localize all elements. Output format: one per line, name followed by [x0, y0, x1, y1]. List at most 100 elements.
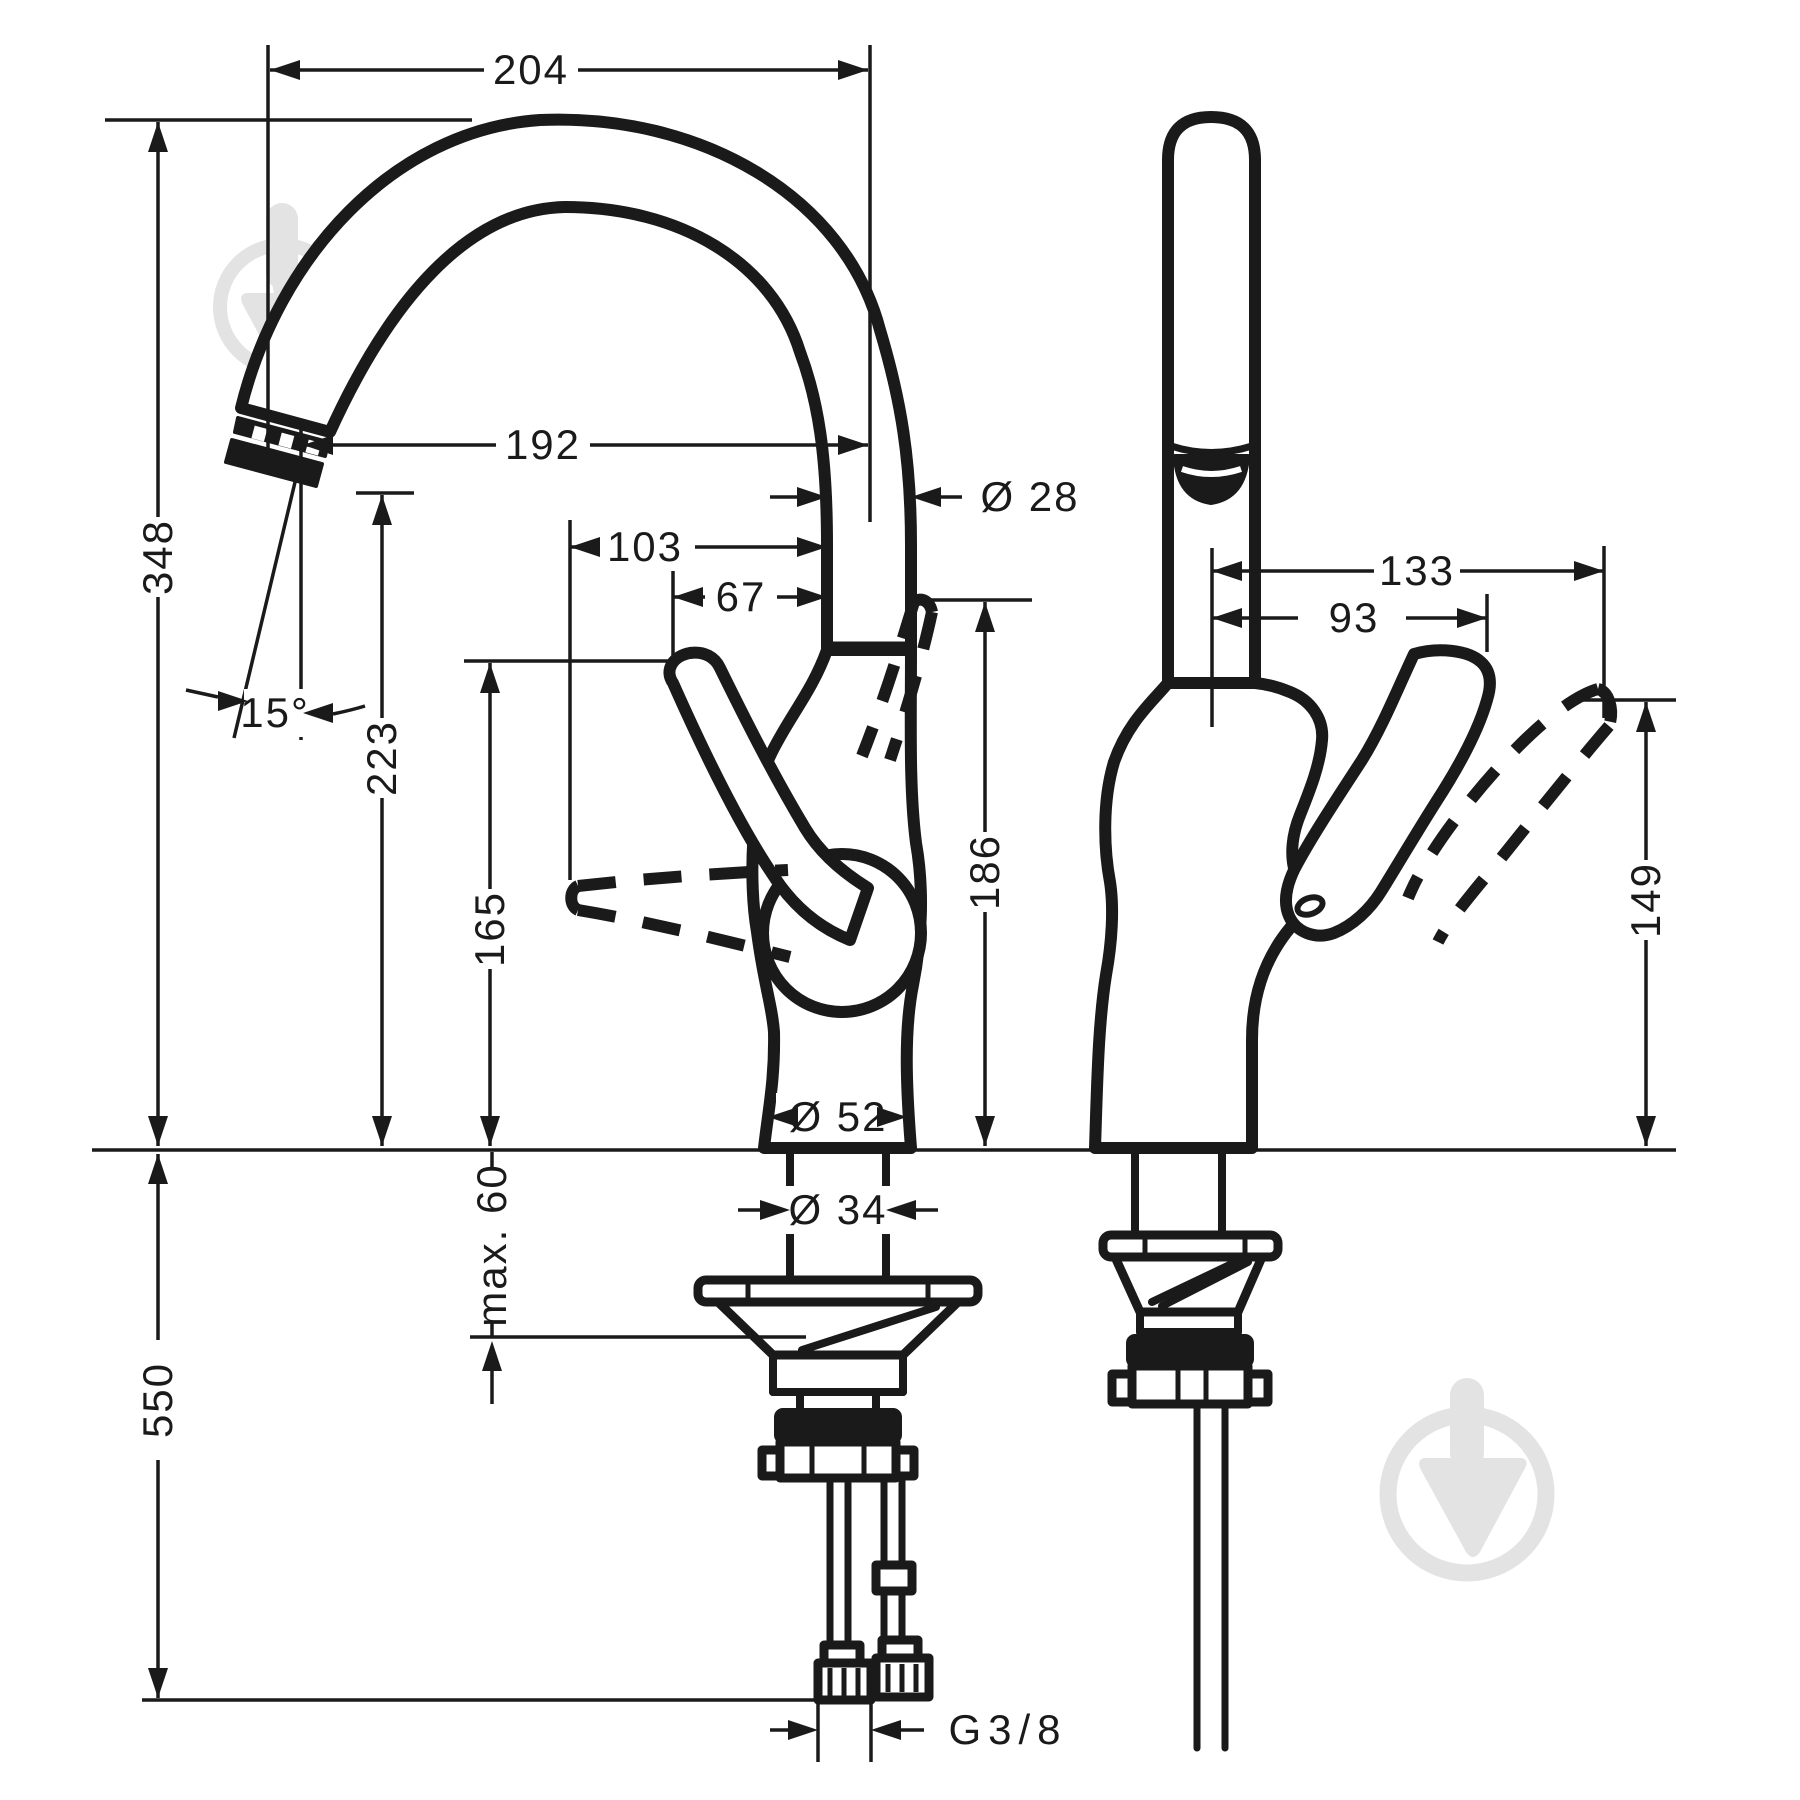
arrow-down-icon [480, 1116, 500, 1146]
arrow-up-icon [1636, 702, 1656, 732]
arrow-left-icon [1212, 561, 1242, 581]
arrow-left-icon [911, 487, 941, 507]
label-bg [1374, 547, 1460, 595]
dim-label-hose-length: 550 [134, 1362, 181, 1438]
side-handle-lever [1279, 644, 1496, 942]
label-bg [936, 1706, 1082, 1754]
arrow-up-icon [482, 1341, 502, 1371]
label-bg [138, 517, 178, 597]
arrow-right-icon [1457, 608, 1487, 628]
label-bg [965, 832, 1005, 912]
hose-coupling [871, 1560, 917, 1596]
handle-set-screw-hole [1294, 894, 1326, 918]
arrow-right-icon [797, 487, 827, 507]
dim-label-shaft-diameter: Ø 34 [788, 1186, 887, 1233]
dim-label-handle-projection: 67 [716, 573, 767, 620]
trowel-blade-icon [1419, 1458, 1527, 1557]
dim-label-connection-thread: G3/8 [948, 1706, 1067, 1753]
watermark-lower-right [1379, 1378, 1555, 1582]
dim-label-deck-thickness: max. 60 [468, 1163, 515, 1326]
arrow-up-icon [975, 602, 995, 632]
side-spout-pipe [1162, 111, 1261, 689]
arrow-left-icon [673, 587, 703, 607]
label-bg [782, 1186, 894, 1234]
arrow-right-icon [760, 1200, 790, 1220]
nut-tab-right [891, 1445, 919, 1481]
trowel-handle-icon [266, 203, 298, 289]
dim-label-overall-width: 204 [493, 46, 569, 93]
trowel-handle-icon [1450, 1378, 1484, 1470]
angle-leader-right [332, 704, 366, 716]
arrow-up-icon [148, 1154, 168, 1184]
arrow-up-icon [148, 122, 168, 152]
dim-label-spout-diameter: Ø 28 [980, 473, 1079, 520]
dim-label-outlet-height: 223 [358, 720, 405, 796]
arrow-right-icon [877, 1107, 907, 1127]
arrow-left-icon [871, 1720, 901, 1740]
label-bg [705, 573, 777, 621]
label-bg [966, 473, 1092, 521]
angle-leader-left [185, 688, 219, 699]
arrow-down-icon [975, 1116, 995, 1146]
dim-label-handle-height: 165 [466, 891, 513, 967]
aerator-notch [278, 432, 295, 449]
dim-label-handle-raised-height: 186 [961, 834, 1008, 910]
front-view [224, 113, 983, 1705]
side-aerator-rim [1167, 442, 1256, 456]
arrow-right-icon [788, 1720, 818, 1740]
label-bg [484, 46, 578, 94]
side-aerator-highlight [1181, 466, 1242, 477]
mounting-nut [775, 1437, 901, 1483]
dim-label-overall-depth: 133 [1379, 547, 1455, 594]
label-bg [470, 889, 510, 969]
arrow-left-icon [303, 703, 333, 723]
rubber-washer [774, 1408, 902, 1444]
arrow-right-icon [218, 691, 248, 711]
side-nut-tab-right [1243, 1369, 1273, 1407]
dashed-handle-bottom-edge [577, 904, 792, 963]
handle-lever [663, 646, 874, 946]
label-bg [472, 1169, 512, 1321]
aerator-band-bottom [224, 438, 324, 488]
front-mounting-hardware [693, 1148, 983, 1705]
arrow-down-icon [148, 1116, 168, 1146]
dashed-side-upper-edge [1402, 683, 1600, 901]
arrow-left-icon [270, 60, 300, 80]
arrow-right-icon [797, 537, 827, 557]
aerator-rim [237, 406, 334, 438]
arrow-down-icon [1636, 1116, 1656, 1146]
side-view [1089, 111, 1618, 1752]
label-bg [496, 421, 590, 469]
label-bg [244, 689, 306, 737]
dashed-raised-right-edge [884, 610, 938, 762]
side-cone-detail [1158, 1258, 1252, 1310]
side-mounting-hardware [1098, 1148, 1283, 1752]
dashed-handle-tip [565, 880, 582, 916]
side-nut-tab-left [1107, 1369, 1137, 1407]
dashed-raised-left-edge [856, 600, 920, 759]
arrow-right-icon [838, 60, 868, 80]
label-bg [138, 1360, 178, 1440]
arrow-up-icon [480, 663, 500, 693]
arrow-down-icon [372, 1116, 392, 1146]
handle-dashed-open [565, 864, 792, 963]
label-bg [1626, 860, 1666, 940]
spout-outline [235, 113, 917, 656]
arrow-up-icon [372, 495, 392, 525]
label-bg [362, 718, 402, 798]
label-bg [1316, 594, 1394, 642]
dim-label-handle-open-projection: 103 [607, 523, 683, 570]
dim-label-overall-height: 348 [134, 519, 181, 595]
dim-label-side-handle-height: 149 [1622, 862, 1669, 938]
dim-label-handle-depth: 93 [1329, 594, 1380, 641]
dim-label-body-diameter: Ø 52 [788, 1093, 887, 1140]
arrow-right-icon [1574, 561, 1604, 581]
side-mounting-nut [1127, 1361, 1253, 1409]
handle-dashed-raised [856, 593, 938, 762]
dashed-side-tip [1595, 683, 1618, 729]
nut-tab-left [757, 1445, 785, 1481]
dimension-arrows [148, 60, 1656, 1740]
aerator-notch [251, 425, 268, 442]
